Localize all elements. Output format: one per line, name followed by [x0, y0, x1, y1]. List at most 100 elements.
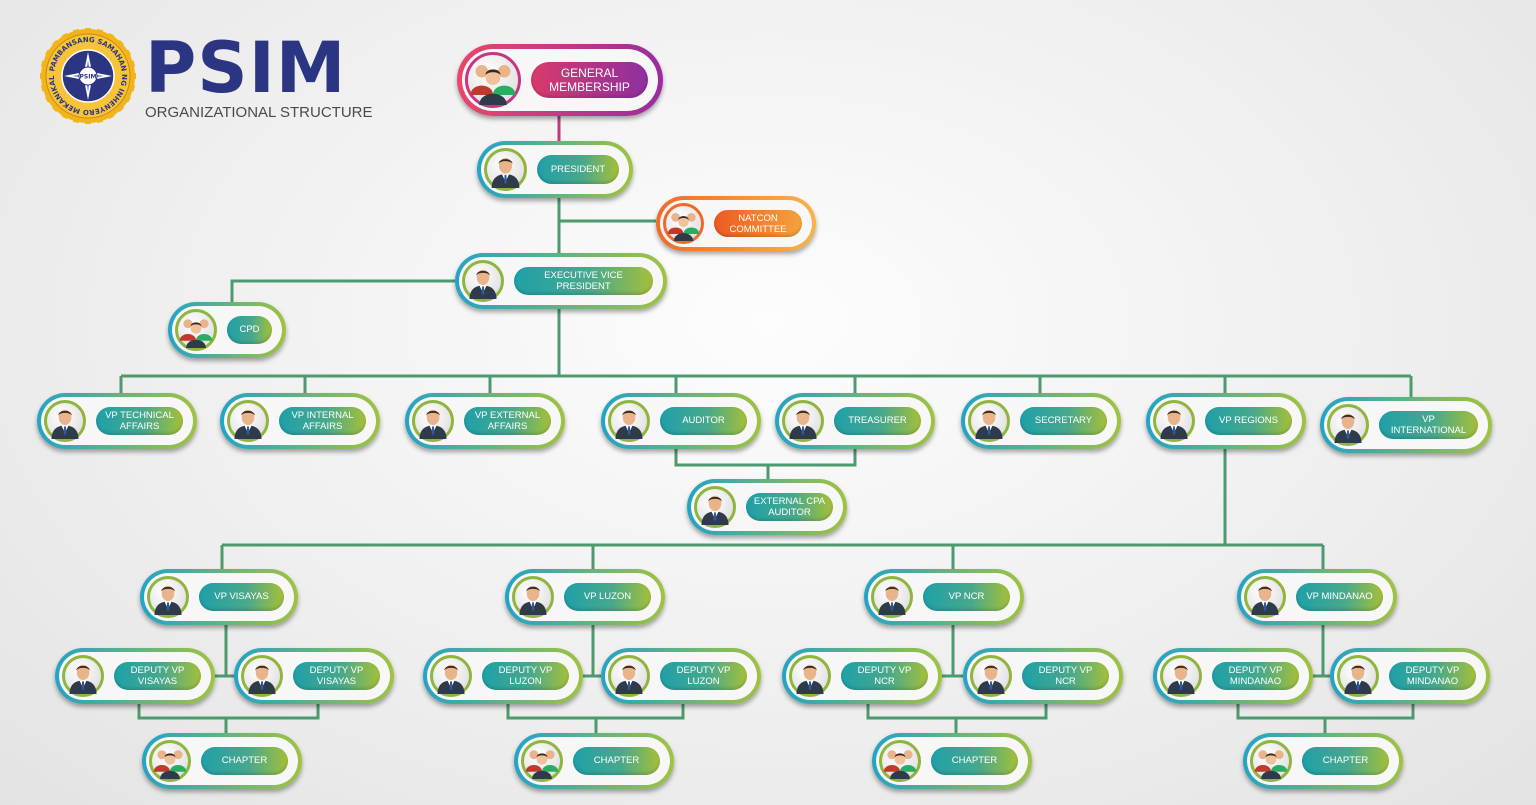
connector-line [230, 279, 455, 302]
node-deputy-vp-ncr-2: DEPUTY VP NCR [963, 648, 1123, 704]
node-deputy-vp-visayas-1: DEPUTY VP VISAYAS [55, 648, 215, 704]
person-icon [968, 400, 1010, 442]
node-deputy-vp-visayas-2: DEPUTY VP VISAYAS [234, 648, 394, 704]
node-label: VP LUZON [564, 583, 651, 611]
person-icon [789, 655, 831, 697]
group-icon [1250, 740, 1292, 782]
person-icon [1327, 404, 1369, 446]
node-label: VP REGIONS [1205, 407, 1292, 435]
person-icon [62, 655, 104, 697]
node-chapter-visayas: CHAPTER [142, 733, 302, 789]
node-cpd: CPD [168, 302, 286, 358]
node-chapter-ncr: CHAPTER [872, 733, 1032, 789]
node-chapter-mindanao: CHAPTER [1243, 733, 1403, 789]
connector-line [866, 704, 1048, 720]
person-icon [227, 400, 269, 442]
node-auditor: AUDITOR [601, 393, 761, 449]
node-treasurer: TREASURER [775, 393, 935, 449]
group-icon [521, 740, 563, 782]
group-icon [149, 740, 191, 782]
node-label: CPD [227, 316, 272, 344]
person-icon [430, 655, 472, 697]
person-icon [512, 576, 554, 618]
node-label: SECRETARY [1020, 407, 1107, 435]
node-label: TREASURER [834, 407, 921, 435]
node-secretary: SECRETARY [961, 393, 1121, 449]
group-icon [465, 52, 521, 108]
person-icon [871, 576, 913, 618]
connector-line [506, 704, 685, 720]
person-icon [1244, 576, 1286, 618]
node-chapter-luzon: CHAPTER [514, 733, 674, 789]
person-icon [1337, 655, 1379, 697]
node-deputy-vp-luzon-1: DEPUTY VP LUZON [423, 648, 583, 704]
node-vp-visayas: VP VISAYAS [140, 569, 298, 625]
node-vp-ncr: VP NCR [864, 569, 1024, 625]
node-label: VP MINDANAO [1296, 583, 1383, 611]
node-label: VP NCR [923, 583, 1010, 611]
person-icon [44, 400, 86, 442]
node-deputy-vp-mindanao-2: DEPUTY VP MINDANAO [1330, 648, 1490, 704]
node-label: EXTERNAL CPA AUDITOR [746, 493, 833, 521]
svg-text:PSIM: PSIM [80, 74, 97, 81]
node-label: DEPUTY VP NCR [1022, 662, 1109, 690]
node-label: CHAPTER [201, 747, 288, 775]
connector-line [674, 449, 857, 467]
node-vp-internal-affairs: VP INTERNAL AFFAIRS [220, 393, 380, 449]
person-icon [694, 486, 736, 528]
node-executive-vice-president: EXECUTIVE VICE PRESIDENT [455, 253, 667, 309]
group-icon [663, 203, 704, 244]
node-label: CHAPTER [931, 747, 1018, 775]
node-label: DEPUTY VP MINDANAO [1389, 662, 1476, 690]
node-label: DEPUTY VP MINDANAO [1212, 662, 1299, 690]
node-vp-external-affairs: VP EXTERNAL AFFAIRS [405, 393, 565, 449]
person-icon [412, 400, 454, 442]
node-vp-luzon: VP LUZON [505, 569, 665, 625]
person-icon [970, 655, 1012, 697]
person-icon [1153, 400, 1195, 442]
node-label: CHAPTER [1302, 747, 1389, 775]
node-label: VP VISAYAS [199, 583, 284, 611]
brand-subtitle: ORGANIZATIONAL STRUCTURE [145, 104, 373, 121]
brand-title: PSIM [145, 27, 347, 109]
node-label: NATCON COMMITTEE [714, 209, 802, 238]
person-icon [484, 148, 527, 191]
person-icon [608, 655, 650, 697]
group-icon [879, 740, 921, 782]
node-vp-international: VP INTERNATIONAL [1320, 397, 1492, 453]
node-deputy-vp-luzon-2: DEPUTY VP LUZON [601, 648, 761, 704]
node-vp-mindanao: VP MINDANAO [1237, 569, 1397, 625]
node-vp-regions: VP REGIONS [1146, 393, 1306, 449]
node-label: PRESIDENT [537, 155, 619, 184]
node-label: CHAPTER [573, 747, 660, 775]
node-label: AUDITOR [660, 407, 747, 435]
connector-line [1236, 704, 1415, 720]
node-label: DEPUTY VP VISAYAS [293, 662, 380, 690]
node-label: VP INTERNAL AFFAIRS [279, 407, 366, 435]
psim-seal-icon: PAMBANSANG SAMAHAN NG INHENYERO MEKANIKA… [40, 28, 136, 124]
node-label: DEPUTY VP NCR [841, 662, 928, 690]
node-natcon-committee: NATCON COMMITTEE [656, 196, 816, 251]
node-external-cpa-auditor: EXTERNAL CPA AUDITOR [687, 479, 847, 535]
node-label: EXECUTIVE VICE PRESIDENT [514, 267, 653, 295]
node-label: VP TECHNICAL AFFAIRS [96, 407, 183, 435]
node-president: PRESIDENT [477, 141, 633, 198]
psim-logo: PAMBANSANG SAMAHAN NG INHENYERO MEKANIKA… [40, 27, 373, 128]
person-icon [1160, 655, 1202, 697]
connector-line [137, 704, 320, 720]
node-deputy-vp-ncr-1: DEPUTY VP NCR [782, 648, 942, 704]
person-icon [608, 400, 650, 442]
node-label: VP EXTERNAL AFFAIRS [464, 407, 551, 435]
person-icon [462, 260, 504, 302]
node-label: DEPUTY VP LUZON [660, 662, 747, 690]
node-label: GENERAL MEMBERSHIP [531, 62, 648, 98]
node-vp-technical-affairs: VP TECHNICAL AFFAIRS [37, 393, 197, 449]
node-label: DEPUTY VP VISAYAS [114, 662, 201, 690]
node-deputy-vp-mindanao-1: DEPUTY VP MINDANAO [1153, 648, 1313, 704]
person-icon [241, 655, 283, 697]
node-general-membership: GENERAL MEMBERSHIP [457, 44, 663, 116]
person-icon [147, 576, 189, 618]
person-icon [782, 400, 824, 442]
node-label: VP INTERNATIONAL [1379, 411, 1478, 439]
